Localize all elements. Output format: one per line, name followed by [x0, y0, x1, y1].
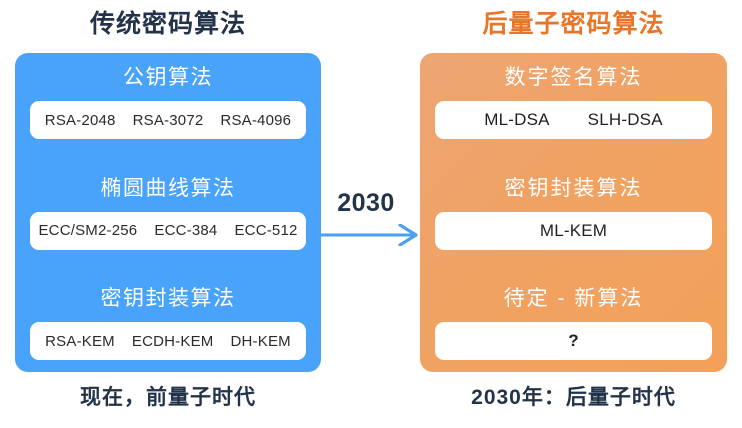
algorithm-chip-unknown: ? — [568, 331, 579, 350]
pqc-group-title-kem: 密钥封装算法 — [504, 176, 643, 200]
legacy-group-title-public-key: 公钥算法 — [123, 66, 213, 89]
pqc-column-title: 后量子密码算法 — [482, 10, 665, 38]
legacy-group-title-elliptic-curve: 椭圆曲线算法 — [100, 176, 236, 200]
legacy-group-kem: 密钥封装算法 RSA-KEM ECDH-KEM DH-KEM — [30, 283, 306, 360]
algorithm-chip: ECDH-KEM — [131, 332, 214, 350]
pqc-era-caption: 2030年：后量子时代 — [471, 386, 676, 409]
pqc-pill-digital-signature: ML-DSA SLH-DSA — [435, 101, 712, 139]
algorithm-chip: ML-DSA — [484, 110, 550, 129]
legacy-pill-elliptic-curve: ECC/SM2-256 ECC-384 ECC-512 — [30, 211, 306, 250]
algorithm-chip: SLH-DSA — [587, 110, 663, 129]
pqc-group-title-pending: 待定 - 新算法 — [503, 287, 644, 310]
legacy-pill-kem: RSA-KEM ECDH-KEM DH-KEM — [30, 322, 306, 360]
pqc-pill-pending: ? — [435, 322, 712, 360]
legacy-era-caption: 现在，前量子时代 — [80, 386, 256, 409]
pqc-pill-kem: ML-KEM — [435, 211, 712, 250]
pqc-algorithms-panel: 数字签名算法 ML-DSA SLH-DSA 密钥封装算法 ML-KEM 待定 -… — [420, 53, 727, 372]
transition-arrow-group: 2030 — [321, 188, 420, 248]
algorithm-chip: RSA-2048 — [44, 111, 116, 129]
legacy-column-title: 传统密码算法 — [89, 10, 246, 38]
legacy-group-public-key: 公钥算法 RSA-2048 RSA-3072 RSA-4096 — [30, 62, 306, 139]
right-arrow-icon — [321, 224, 418, 246]
algorithm-chip: RSA-KEM — [45, 332, 115, 350]
pqc-group-kem: 密钥封装算法 ML-KEM — [435, 173, 712, 250]
pqc-group-digital-signature: 数字签名算法 ML-DSA SLH-DSA — [435, 62, 712, 139]
legacy-algorithms-panel: 公钥算法 RSA-2048 RSA-3072 RSA-4096 椭圆曲线算法 E… — [15, 53, 321, 372]
transition-year-label: 2030 — [337, 189, 395, 217]
algorithm-chip: ECC-512 — [234, 222, 298, 239]
algorithm-chip: DH-KEM — [230, 332, 291, 350]
pqc-group-title-digital-signature: 数字签名算法 — [504, 66, 643, 89]
algorithm-chip: ECC/SM2-256 — [38, 222, 138, 239]
algorithm-chip: ECC-384 — [154, 222, 218, 239]
algorithm-chip: RSA-3072 — [132, 111, 204, 129]
pqc-group-pending: 待定 - 新算法 ? — [435, 283, 712, 360]
algorithm-chip: RSA-4096 — [220, 111, 292, 129]
legacy-pill-public-key: RSA-2048 RSA-3072 RSA-4096 — [30, 101, 306, 139]
legacy-group-title-kem: 密钥封装算法 — [100, 287, 236, 310]
legacy-group-elliptic-curve: 椭圆曲线算法 ECC/SM2-256 ECC-384 ECC-512 — [30, 173, 306, 250]
algorithm-chip: ML-KEM — [539, 220, 608, 240]
